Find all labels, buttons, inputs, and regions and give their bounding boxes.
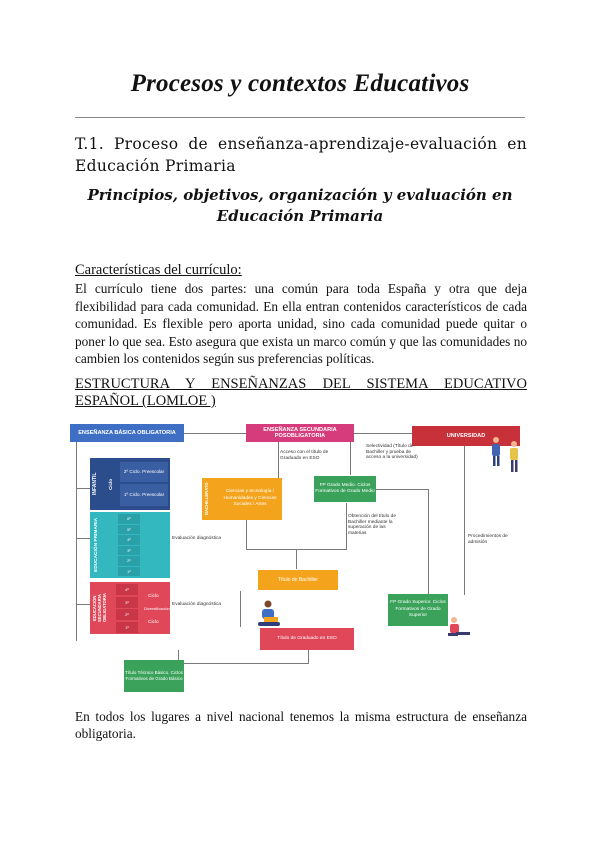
bachillerato-modalities: Ciencias y tecnología / Humanidades y Ci… xyxy=(220,480,280,518)
eval-note-2: Evaluación diagnóstica xyxy=(172,602,222,607)
eval-note-1: Evaluación diagnóstica xyxy=(172,536,222,541)
infantil-label: INFANTIL xyxy=(92,472,98,496)
education-system-diagram: ENSEÑANZA BÁSICA OBLIGATORIA ENSEÑANZA S… xyxy=(68,418,530,694)
primaria-label: EDUCACIÓN PRIMARIA xyxy=(94,517,99,573)
graduado-eso-box: Título de Graduado en ESO xyxy=(260,628,354,650)
curriculum-paragraph: El currículo tiene dos partes: una común… xyxy=(75,281,527,366)
connector-line xyxy=(178,650,179,664)
primary-grade-cell: 4º xyxy=(118,535,140,545)
eso-label: EDUCACIÓN SECUNDARIA OBLIGATORIA xyxy=(92,593,107,623)
procedimientos-note: Procedimientos de admisión xyxy=(468,534,508,545)
eso-side-1: Ciclo xyxy=(148,594,159,599)
document-title: Procesos y contextos Educativos xyxy=(130,70,470,97)
infantil-first-cycle: 1º Ciclo. Preescolar xyxy=(120,484,168,506)
eso-side-3: Ciclo xyxy=(148,620,159,625)
connector-line xyxy=(76,604,90,605)
ciclo-label: Ciclo xyxy=(108,478,113,490)
eso-grade-cell: 1º xyxy=(116,621,138,633)
connector-line xyxy=(76,488,90,489)
university-box: UNIVERSIDAD xyxy=(412,426,520,446)
sub-heading: Principios, objetivos, organización y ev… xyxy=(87,186,513,225)
connector-line xyxy=(350,441,351,475)
fp-medio-box: FP Grado Medio. Ciclos Formativos de Gra… xyxy=(314,476,376,502)
access-note: Acceso con el título de Graduado en ESO xyxy=(280,450,329,461)
connector-line xyxy=(346,503,347,550)
eso-grade-cell: 2º xyxy=(116,609,138,620)
connector-line xyxy=(308,638,309,664)
connector-line xyxy=(76,538,90,539)
primary-grade-cell: 5º xyxy=(118,524,140,534)
connector-line xyxy=(296,549,297,569)
primary-grade-cell: 3º xyxy=(118,545,140,555)
primary-grade-cell: 1º xyxy=(118,566,140,576)
selectividad-note: Selectividad (Título de Bachiller y prue… xyxy=(366,444,418,461)
sitting-student-illustration xyxy=(448,617,470,636)
infantil-second-cycle: 2º Ciclo. Preescolar xyxy=(120,462,168,482)
fp-superior-box: FP Grado Superior. Ciclos Formativos de … xyxy=(388,594,448,626)
connector-line xyxy=(76,441,77,641)
structure-heading: ESTRUCTURA Y ENSEÑANZAS DEL SISTEMA EDUC… xyxy=(75,376,527,409)
title-rule xyxy=(75,117,525,118)
connector-line xyxy=(464,441,465,595)
connector-line xyxy=(428,489,429,595)
eso-side-2: Diversificación xyxy=(144,606,170,611)
students-illustration xyxy=(492,437,518,472)
basic-education-box: ENSEÑANZA BÁSICA OBLIGATORIA xyxy=(70,424,184,442)
connector-line xyxy=(178,663,308,664)
connector-line xyxy=(278,441,279,481)
connector-line xyxy=(354,433,412,434)
connector-line xyxy=(358,489,428,490)
connector-line xyxy=(184,433,246,434)
bachillerato-label: BACHILLERATO xyxy=(204,482,209,516)
connector-line xyxy=(246,520,247,550)
eso-grade-cell: 4º xyxy=(116,584,138,595)
section-heading: T.1. Proceso de enseñanza-aprendizaje-ev… xyxy=(75,135,527,175)
secondary-postcompulsory-box: ENSEÑANZA SECUNDARIA POSOBLIGATORIA xyxy=(246,424,354,442)
fp-basica-box: Título Técnico Básico. Ciclos Formativos… xyxy=(124,660,184,692)
titulo-bachiller-box: Título de Bachiller xyxy=(258,570,338,590)
eso-grade-cell: 3º xyxy=(116,596,138,608)
curriculum-heading: Características del currículo: xyxy=(75,262,242,278)
connector-line xyxy=(240,591,241,627)
fp-medio-note: Obtención del título de Bachiller median… xyxy=(348,514,397,536)
primary-grade-cell: 2º xyxy=(118,556,140,566)
closing-paragraph: En todos los lugares a nivel nacional te… xyxy=(75,709,527,741)
reading-student-illustration xyxy=(258,600,280,626)
primary-grade-cell: 6º xyxy=(118,514,140,524)
